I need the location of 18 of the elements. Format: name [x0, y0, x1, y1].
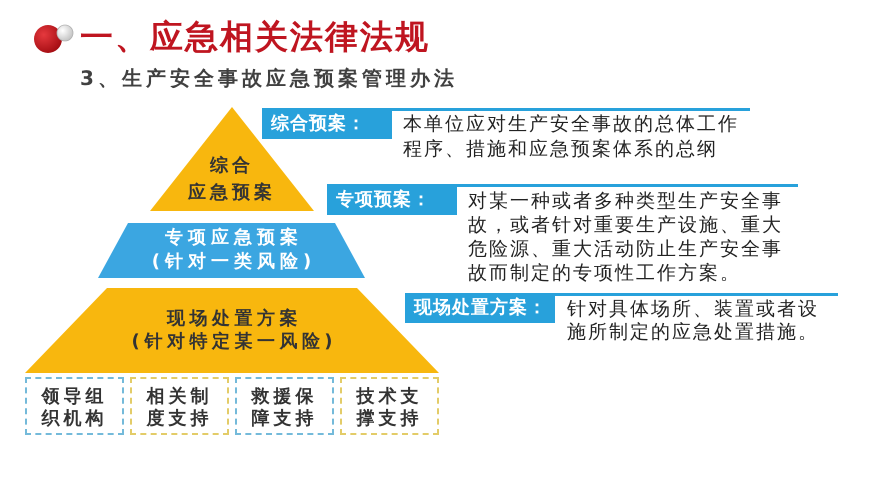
plan-tag: 专项预案：	[327, 184, 457, 215]
description-text: 本单位应对生产安全事故的总体工作程序、措施和应急预案体系的总纲	[403, 112, 740, 162]
support-card: 技术支撑支持	[340, 377, 439, 435]
tier-subtitle: (针对一类风险)	[150, 250, 316, 274]
tier-title: 专项应急预案	[164, 226, 303, 250]
pyramid-tier	[98, 223, 365, 278]
description-text: 对某一种或者多种类型生产安全事故，或者针对重要生产设施、重大危险源、重大活动防止生产安全事故而制定的专项性工作方案。	[468, 189, 784, 285]
support-card: 相关制度支持	[130, 377, 229, 435]
support-card: 领导组织机构	[25, 377, 124, 435]
subtitle: 3、生产安全事故应急预案管理办法	[80, 65, 458, 92]
tier-title: 现场处置方案	[166, 307, 302, 330]
plan-tag: 综合预案：	[262, 108, 392, 139]
description-text: 针对具体场所、装置或者设施所制定的应急处置措施。	[567, 298, 820, 344]
tier-subtitle: (针对特定某一风险)	[130, 330, 337, 353]
support-card: 救援保障支持	[235, 377, 334, 435]
title: 一、应急相关法律法规	[80, 16, 430, 58]
plan-tag: 现场处置方案：	[405, 293, 555, 323]
tier-label: 综合应急预案	[186, 154, 277, 205]
